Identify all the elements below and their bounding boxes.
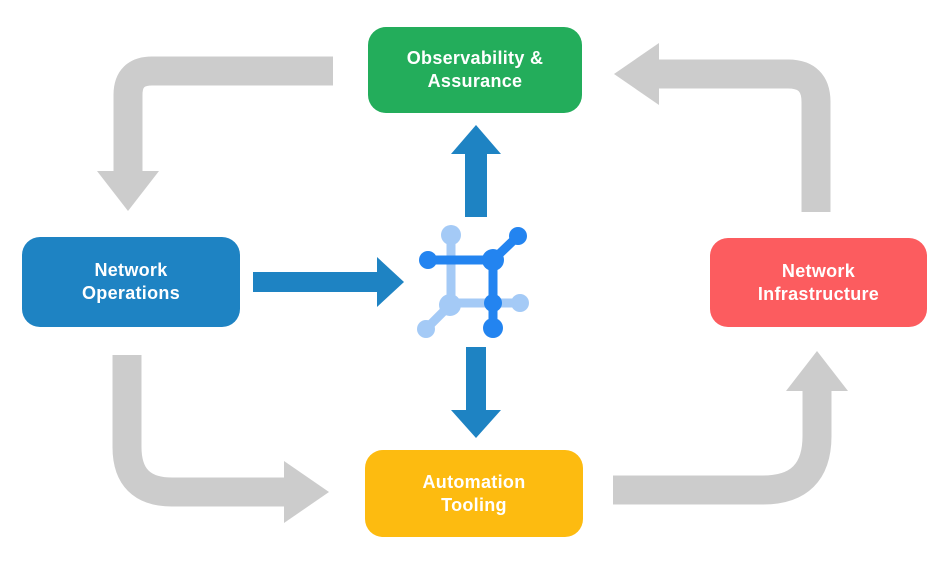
arrowhead-down-icon (97, 171, 159, 211)
arrow-infrastructure-to-observability (658, 59, 831, 212)
node-network-infrastructure: Network Infrastructure (710, 238, 927, 327)
blue-arrowhead-down-icon (451, 410, 501, 438)
node-network-operations: Network Operations (22, 237, 240, 327)
blue-arrowhead-right-icon (377, 257, 404, 307)
node-observability-label: Observability & Assurance (406, 48, 544, 91)
node-operations-label: Network Operations (81, 260, 181, 303)
network-mesh-icon (417, 225, 529, 338)
arrowhead-up-icon (786, 351, 848, 391)
arrow-operations-to-tooling (112, 355, 285, 507)
arrowhead-right-icon (284, 461, 329, 523)
arrowhead-left-icon (614, 43, 659, 105)
icon-dark-dots (419, 227, 527, 338)
blue-arrows (253, 125, 501, 438)
blue-arrowhead-up-icon (451, 125, 501, 154)
node-observability-assurance: Observability & Assurance (368, 27, 582, 113)
node-infrastructure-label: Network Infrastructure (757, 260, 880, 304)
node-automation-tooling: Automation Tooling (365, 450, 583, 537)
arrow-tooling-to-infrastructure (613, 390, 832, 505)
gray-arrows (97, 43, 848, 523)
icon-light-dots (417, 225, 529, 338)
node-tooling-label: Automation Tooling (422, 471, 526, 515)
arrow-observability-to-operations (113, 56, 333, 172)
